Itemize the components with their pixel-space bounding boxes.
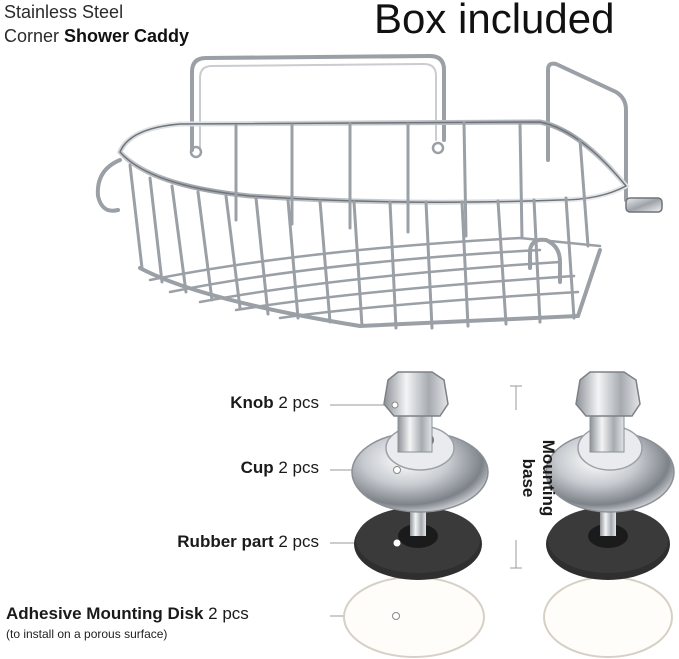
- mounting-base-line-1: Mounting: [539, 439, 558, 517]
- subtitle-line-1: Stainless Steel: [4, 2, 124, 22]
- mounting-base-label: Mounting base: [518, 418, 558, 538]
- label-knob-qty: 2 pcs: [278, 393, 319, 412]
- label-rubber-part: Rubber part 2 pcs: [177, 532, 319, 552]
- label-rubber-name: Rubber part: [177, 532, 274, 551]
- wire-basket: [95, 53, 663, 330]
- label-knob-name: Knob: [230, 393, 274, 412]
- page-title: Box included: [374, 0, 615, 42]
- subtitle-line-2: Corner Shower Caddy: [4, 24, 189, 48]
- mounting-assembly-right: [543, 371, 675, 658]
- adhesive-disk-note: (to install on a porous surface): [6, 627, 168, 641]
- subtitle-prefix: Corner: [4, 26, 65, 46]
- subtitle-bold: Shower Caddy: [64, 26, 190, 46]
- label-knob: Knob 2 pcs: [230, 393, 319, 413]
- product-subtitle: Stainless Steel Corner Shower Caddy: [4, 0, 189, 48]
- adhesive-disk: [343, 576, 485, 658]
- label-cup-name: Cup: [240, 458, 274, 477]
- knob-stem: [397, 411, 433, 453]
- label-rubber-qty: 2 pcs: [278, 532, 319, 551]
- label-cup-qty: 2 pcs: [278, 458, 319, 477]
- knob: [383, 371, 449, 417]
- mounting-assembly-left: [343, 371, 489, 658]
- label-disk-qty: 2 pcs: [208, 604, 249, 623]
- label-adhesive-disk: Adhesive Mounting Disk 2 pcs: [6, 604, 249, 624]
- label-disk-name: Adhesive Mounting Disk: [6, 604, 204, 623]
- mounting-base-line-2: base: [519, 458, 538, 498]
- label-cup: Cup 2 pcs: [241, 458, 319, 478]
